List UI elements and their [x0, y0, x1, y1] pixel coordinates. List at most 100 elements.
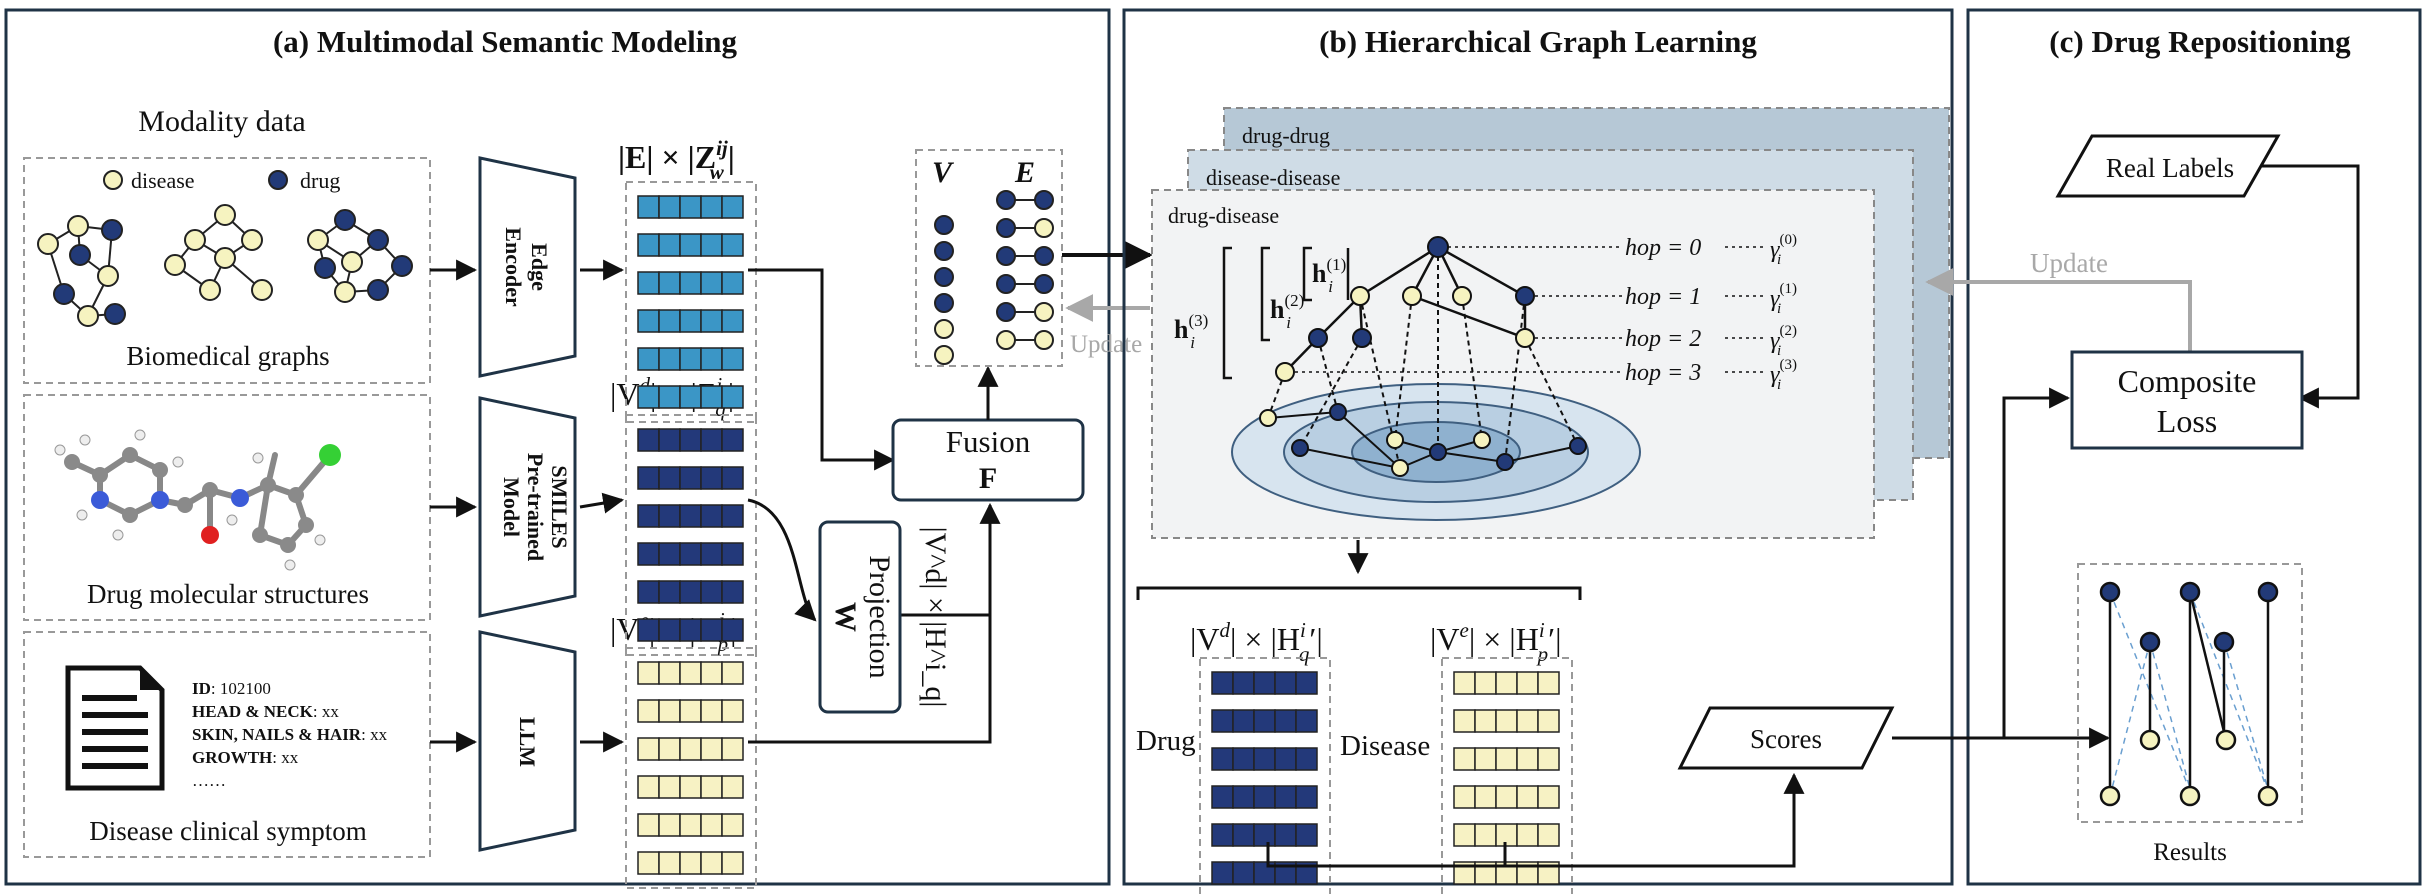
gamma-label: γ(3)i [1770, 357, 1797, 393]
disease-matrix-cell [700, 851, 723, 875]
drug-output-matrix-cell [1274, 747, 1297, 771]
legend-disease-node [103, 170, 123, 190]
drug-output-matrix-cell [1274, 671, 1297, 695]
disease-output-matrix-cell [1495, 785, 1518, 809]
drug-output-matrix-cell [1211, 747, 1234, 771]
disease-symptom-box [23, 631, 431, 858]
disease-matrix-cell [658, 851, 681, 875]
edge-matrix-cell [721, 271, 744, 295]
drug-output-matrix-cell [1274, 823, 1297, 847]
disease-side-label: Disease [1340, 730, 1430, 762]
v-label: V [932, 156, 955, 189]
drug-output-matrix-cell [1274, 785, 1297, 809]
drug-output-matrix-cell [1295, 671, 1318, 695]
drug-output-matrix-cell [1274, 709, 1297, 733]
drug-output-matrix-cell [1253, 823, 1276, 847]
layer-disease-disease-label: disease-disease [1206, 165, 1340, 190]
drug-matrix-cell [700, 618, 723, 642]
disease-output-matrix-cell [1537, 785, 1560, 809]
v-node [934, 267, 954, 287]
scores-box [1677, 706, 1895, 770]
drug-output-matrix-cell [1295, 747, 1318, 771]
projection-label: Projection [863, 555, 896, 678]
disease-output-matrix-cell [1474, 671, 1497, 695]
edge-matrix-cell [679, 195, 702, 219]
arrow-loss-update [1925, 268, 2192, 352]
edge-matrix-cell [721, 309, 744, 333]
edge-matrix-cell [658, 385, 681, 409]
disease-matrix-cell [679, 813, 702, 837]
v-node [934, 345, 954, 365]
smiles-label-2: Pre-trained [523, 453, 548, 561]
symptom-line: GROWTH: xx [192, 748, 299, 767]
edge-matrix-cell [637, 385, 660, 409]
molecular-caption: Drug molecular structures [87, 579, 369, 609]
update-label-c: Update [2030, 248, 2108, 278]
drug-matrix-cell [658, 580, 681, 604]
edge-matrix-cell [679, 385, 702, 409]
disease-matrix-cell [700, 661, 723, 685]
symptom-caption: Disease clinical symptom [89, 816, 366, 846]
projection-box [818, 520, 902, 714]
symptom-line: ID: 102100 [192, 679, 271, 698]
panel-a: (a) Multimodal Semantic Modeling Modalit… [4, 8, 1153, 889]
results-box [2077, 563, 2303, 823]
disease-matrix-cell [700, 813, 723, 837]
disease-matrix-cell [700, 699, 723, 723]
results-graph [2099, 581, 2279, 807]
disease-matrix-cell [658, 661, 681, 685]
panel-c-title: (c) Drug Repositioning [2049, 24, 2351, 59]
drug-output-matrix-cell [1232, 747, 1255, 771]
drug-matrix-cell [637, 504, 660, 528]
edge-matrix-cell [679, 233, 702, 257]
e-node [996, 246, 1016, 266]
layer-drug-disease-label: drug-disease [1168, 203, 1279, 228]
disease-matrix-cell [721, 661, 744, 685]
drug-matrix-frame [625, 414, 757, 656]
disease-output-matrix-frame [1441, 657, 1573, 894]
drug-output-matrix-cell [1232, 671, 1255, 695]
panel-b-title: (b) Hierarchical Graph Learning [1319, 24, 1757, 59]
smiles-label-1: SMILES [547, 465, 572, 548]
drug-embedding-matrix [625, 414, 757, 656]
composite-loss-line2: Loss [2157, 403, 2217, 439]
drug-output-matrix-cell [1211, 861, 1234, 885]
modality-heading: Modality data [138, 105, 305, 138]
drug-output-matrix-frame [1199, 657, 1331, 894]
disease-matrix-cell [721, 813, 744, 837]
drug-matrix-cell [637, 618, 660, 642]
panel-b: (b) Hierarchical Graph Learning drug-dru… [1122, 8, 1954, 894]
projection-symbol: W [829, 602, 862, 632]
disease-output-matrix [1441, 657, 1573, 894]
disease-matrix-cell [637, 661, 660, 685]
hop-label: hop = 1 [1625, 284, 1701, 310]
edge-matrix-cell [721, 385, 744, 409]
disease-output-matrix-cell [1474, 785, 1497, 809]
disease-matrix-cell [658, 775, 681, 799]
real-labels-text: Real Labels [2106, 153, 2234, 183]
gamma-label: γ(2)i [1770, 323, 1797, 359]
arrow-drug-to-projection [747, 498, 817, 622]
edge-embedding-matrix [625, 181, 757, 423]
e-node [996, 330, 1016, 350]
fusion-symbol: F [979, 462, 997, 495]
drug-matrix-cell [700, 542, 723, 566]
document-icon [65, 665, 165, 791]
drug-output-matrix-cell [1253, 747, 1276, 771]
hop-tree-nodes [1259, 236, 1587, 477]
drug-output-matrix-cell [1295, 709, 1318, 733]
disease-matrix-frame [625, 647, 757, 889]
drug-matrix-cell [679, 542, 702, 566]
panel-c-border [1966, 8, 2422, 886]
scores-label: Scores [1750, 724, 1822, 754]
e-node [996, 302, 1016, 322]
fusion-label: Fusion [946, 424, 1031, 459]
drug-matrix-cell [721, 580, 744, 604]
disease-matrix-cell [679, 737, 702, 761]
drug-matrix-cell [721, 542, 744, 566]
gamma-label: γ(0)i [1770, 232, 1797, 268]
